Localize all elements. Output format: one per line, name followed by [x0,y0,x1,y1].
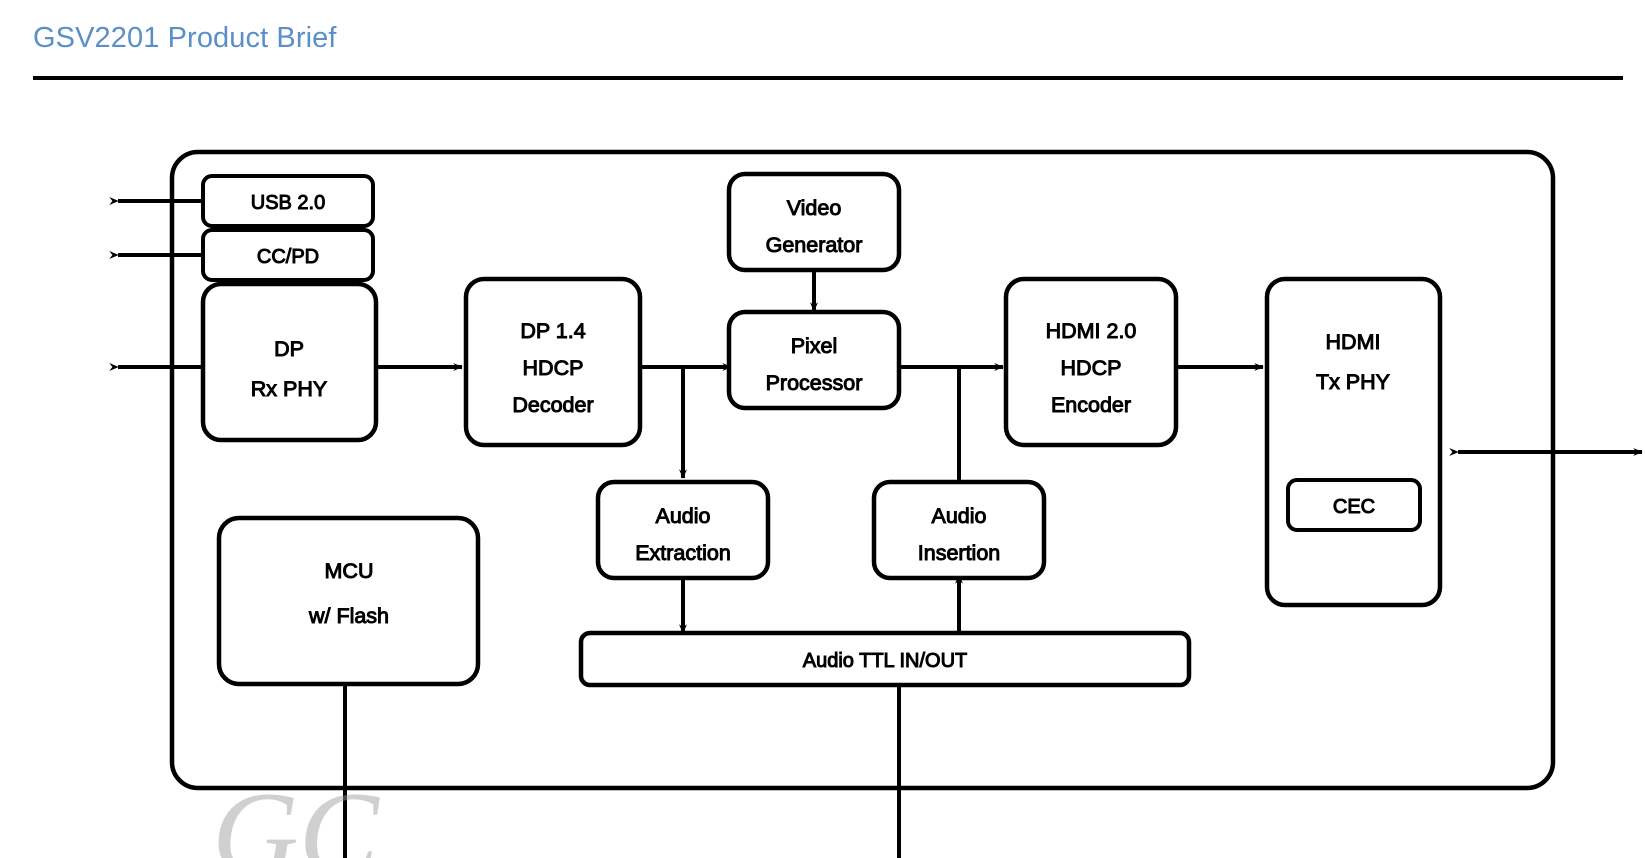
block-video-generator-line-1: Video [787,196,842,220]
block-pixel-processor-line-2: Processor [766,371,863,395]
block-dp-decoder-line-2: HDCP [523,356,584,380]
block-hdmi-tx-phy-line-2: Tx PHY [1316,370,1390,394]
block-audio-ttl-label: Audio TTL IN/OUT [803,650,968,672]
block-mcu-line-2: w/ Flash [308,604,389,628]
block-mcu-line-1: MCU [325,559,374,583]
block-hdmi-encoder-line-1: HDMI 2.0 [1046,319,1137,343]
block-diagram: USB 2.0 CC/PD DP Rx PHY DP 1.4 HDCP Deco… [0,84,1645,858]
page-title: GSV2201 Product Brief [33,22,337,54]
block-audio-ttl[interactable]: Audio TTL IN/OUT [578,630,1192,688]
block-hdmi-tx-phy[interactable]: HDMI Tx PHY [1264,276,1443,608]
block-video-generator[interactable]: Video Generator [726,171,902,273]
block-hdmi-tx-phy-line-1: HDMI [1326,330,1381,354]
block-dp-rx-phy-line-2: Rx PHY [251,377,327,401]
block-pixel-processor[interactable]: Pixel Processor [726,309,902,411]
block-mcu[interactable]: MCU w/ Flash [216,515,481,687]
block-dp-decoder[interactable]: DP 1.4 HDCP Decoder [463,276,643,448]
block-audio-insertion-line-1: Audio [932,504,987,528]
block-usb[interactable]: USB 2.0 [201,174,375,228]
block-dp-decoder-line-3: Decoder [512,393,593,417]
watermark-text: GC [212,767,381,858]
block-ccpd[interactable]: CC/PD [201,228,375,282]
block-hdmi-encoder-line-2: HDCP [1061,356,1122,380]
header-rule [33,76,1623,80]
block-audio-insertion[interactable]: Audio Insertion [871,479,1047,581]
block-hdmi-encoder-line-3: Encoder [1051,393,1131,417]
block-diagram-svg: USB 2.0 CC/PD DP Rx PHY DP 1.4 HDCP Deco… [109,149,1643,858]
watermark: GC [212,767,381,858]
block-audio-extraction-line-2: Extraction [635,541,731,565]
block-dp-rx-phy-line-1: DP [274,337,304,361]
block-audio-insertion-line-2: Insertion [918,541,1000,565]
block-cec[interactable]: CEC [1286,478,1422,532]
block-dp-decoder-line-1: DP 1.4 [520,319,585,343]
block-ccpd-label: CC/PD [257,246,319,268]
block-cec-label: CEC [1333,496,1375,518]
block-hdmi-encoder[interactable]: HDMI 2.0 HDCP Encoder [1003,276,1179,448]
block-dp-rx-phy[interactable]: DP Rx PHY [200,281,379,443]
block-pixel-processor-line-1: Pixel [791,334,838,358]
document-header: GSV2201 Product Brief [0,0,1645,84]
block-audio-extraction[interactable]: Audio Extraction [595,479,771,581]
block-audio-extraction-line-1: Audio [656,504,711,528]
block-usb-label: USB 2.0 [251,192,325,214]
block-video-generator-line-2: Generator [766,233,863,257]
